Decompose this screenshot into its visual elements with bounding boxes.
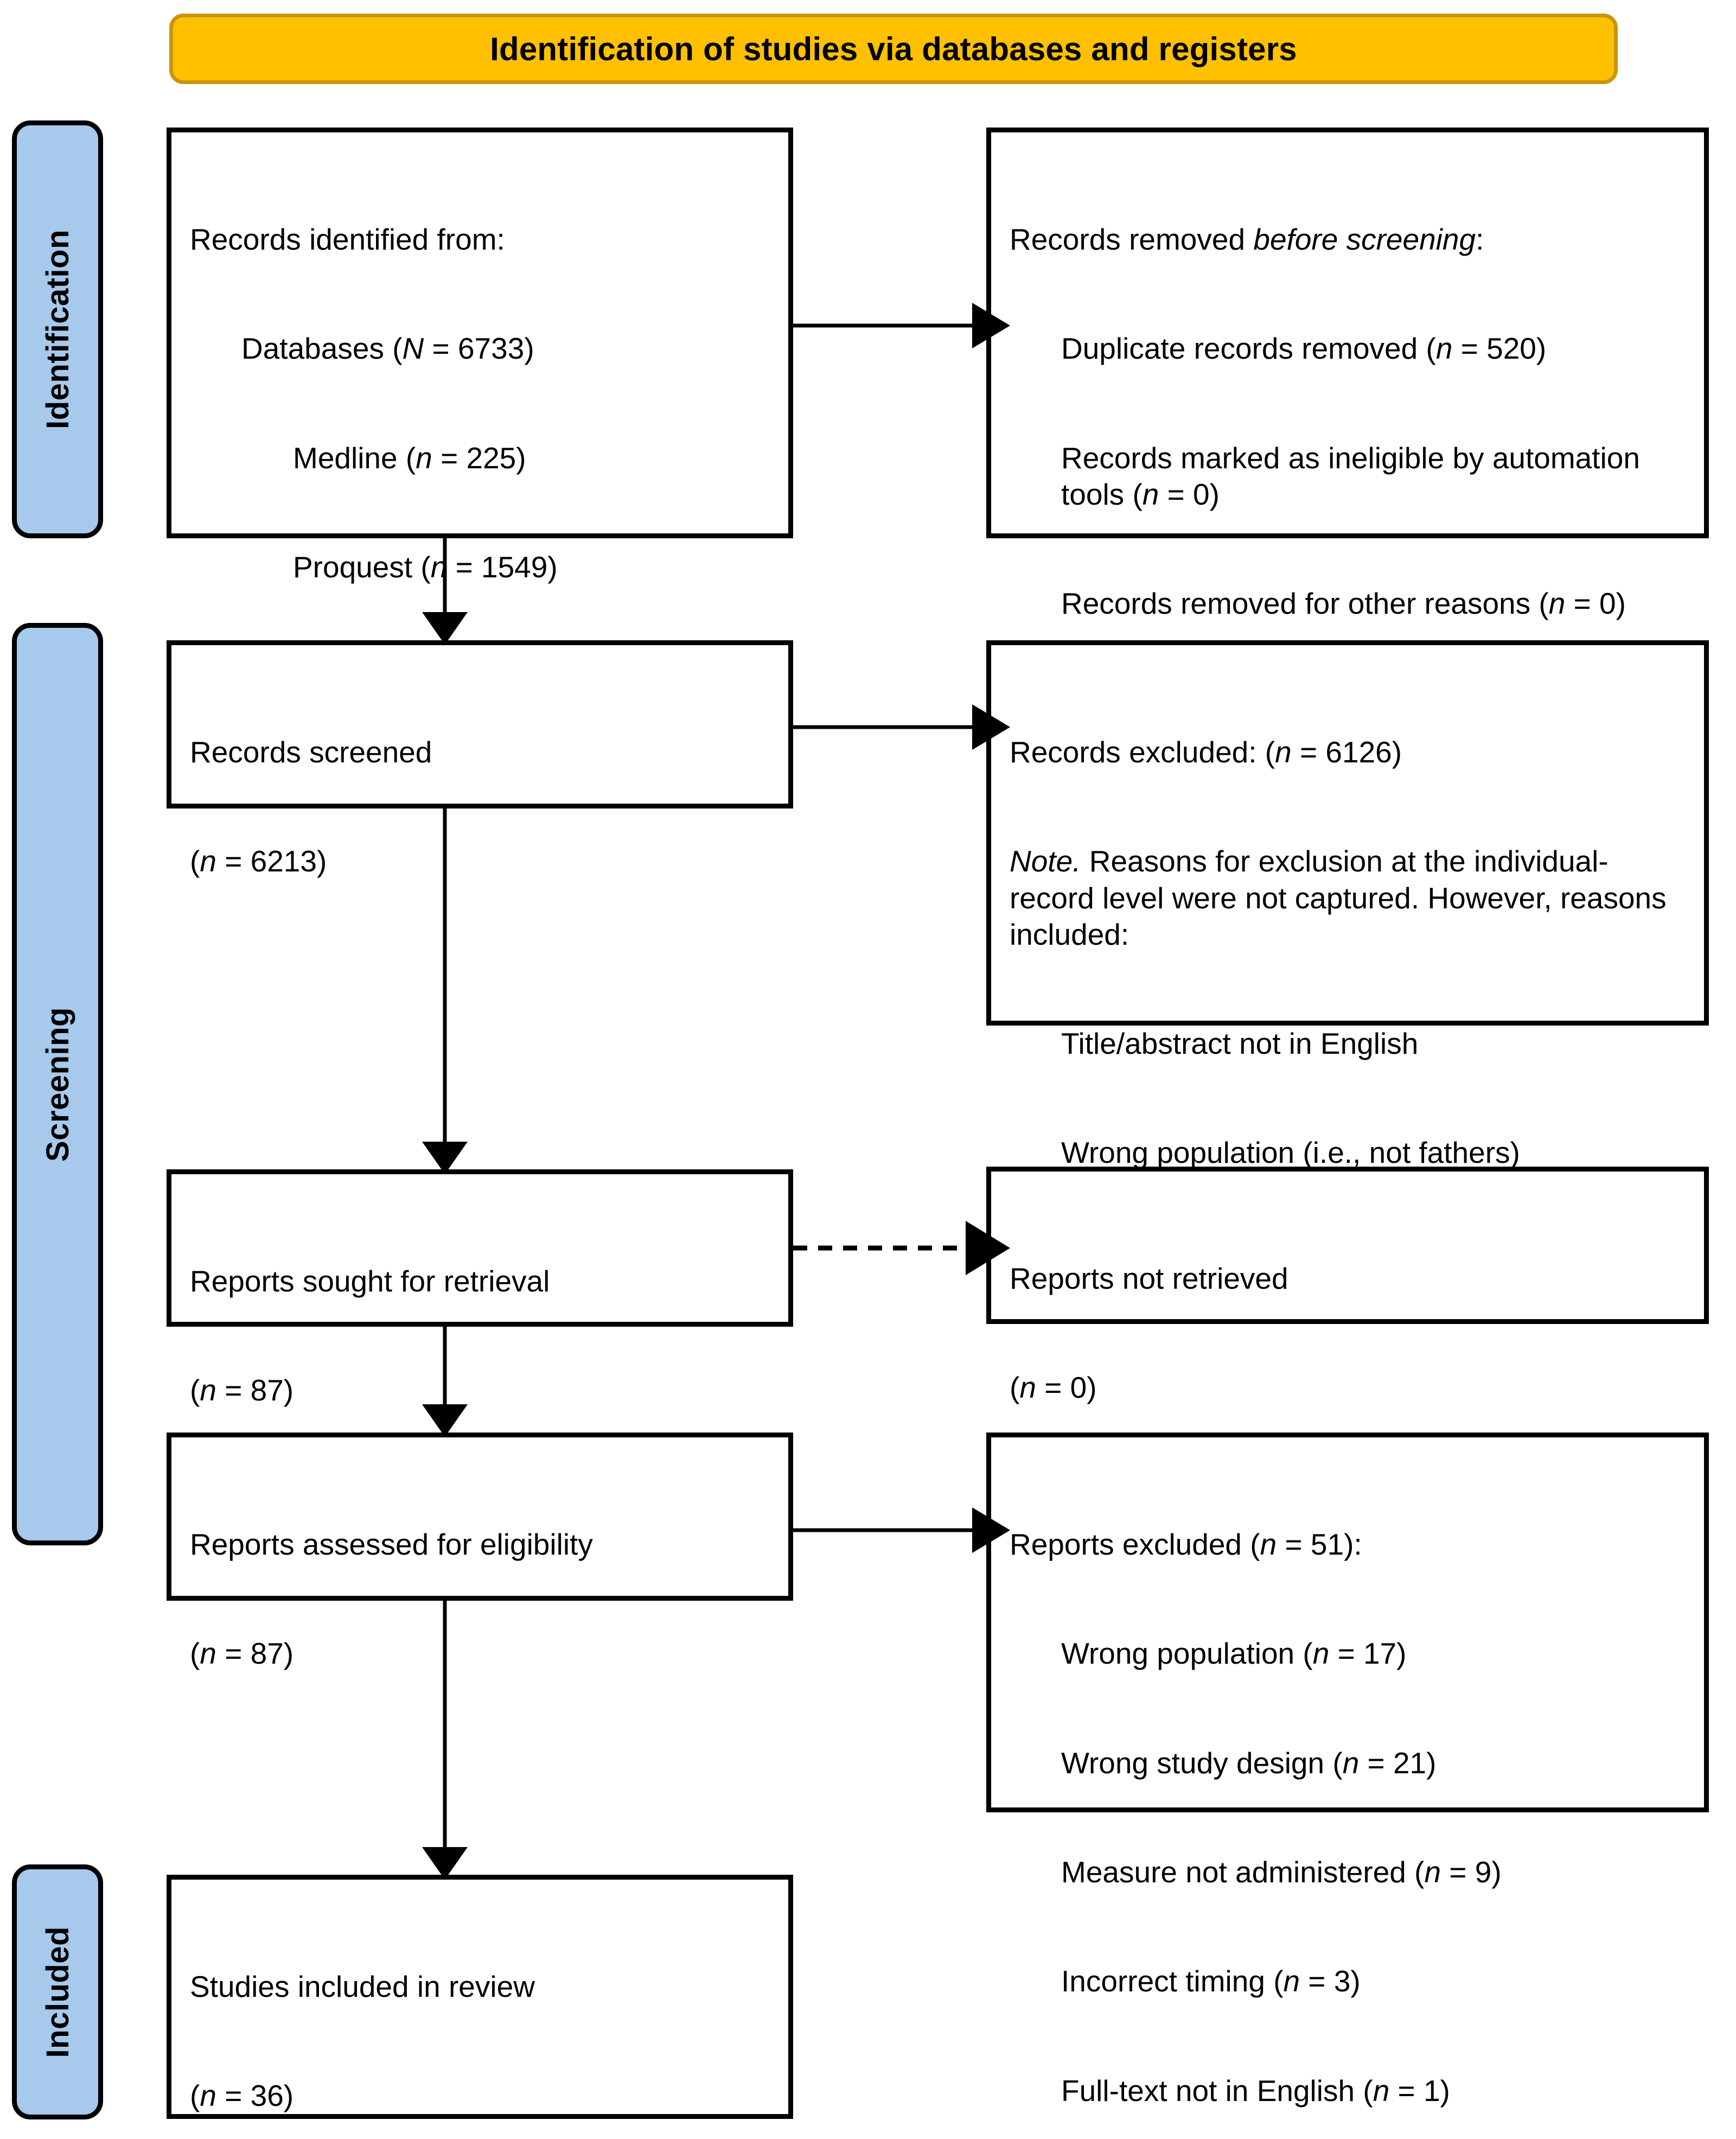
stage-label-identification-text: Identification [40,230,75,429]
reports-assessed-count: (n = 87) [190,1637,294,1671]
reports-not-retrieved-count: (n = 0) [1010,1371,1097,1405]
stage-label-included-text: Included [40,1926,75,2058]
stage-label-screening-text: Screening [40,1007,75,1162]
records-screened-count: (n = 6213) [190,844,327,878]
box-reports-not-retrieved-text: Reports not retrieved (n = 0) [1010,1188,1686,1479]
stage-label-identification: Identification [12,120,103,538]
records-removed-line-duplicates: Duplicate records removed (n = 520) [1061,332,1547,366]
studies-included-label: Studies included in review [190,1970,535,2004]
box-records-screened-text: Records screened (n = 6213) [190,661,770,953]
connector-sought-to-assessed [422,1324,468,1437]
box-records-excluded: Records excluded: (n = 6126) Note. Reaso… [986,640,1709,1315]
box-reports-not-retrieved: Reports not retrieved (n = 0) [986,1167,1709,1404]
reports-sought-label: Reports sought for retrieval [190,1264,550,1298]
stage-label-screening: Screening [12,623,103,1545]
connector-assessed-to-included [422,1599,468,1880]
records-excluded-reason-english: Title/abstract not in English [1061,1026,1419,1060]
box-reports-assessed-text: Reports assessed for eligibility (n = 87… [190,1454,770,1745]
box-reports-sought: Reports sought for retrieval (n = 87) [167,1169,793,1407]
reports-assessed-label: Reports assessed for eligibility [190,1527,593,1562]
box-reports-excluded-text: Reports excluded (n = 51): Wrong populat… [1010,1454,1686,2139]
records-identified-line-databases: Databases (N = 6733) [241,332,534,366]
reports-excluded-reason-measure: Measure not administered (n = 9) [1061,1855,1502,1889]
records-removed-line-other: Records removed for other reasons (n = 0… [1061,587,1626,621]
connector-screened-to-excluded [793,704,1010,750]
connector-screened-to-sought [422,806,468,1174]
reports-not-retrieved-label: Reports not retrieved [1010,1262,1288,1296]
banner-title: Identification of studies via databases … [490,30,1297,67]
records-excluded-reason-population: Wrong population (i.e., not fathers) [1061,1136,1520,1170]
box-records-removed-text: Records removed before screening: Duplic… [1010,149,1686,695]
box-reports-sought-text: Reports sought for retrieval (n = 87) [190,1191,770,1482]
box-studies-included: Studies included in review (n = 36) Repo… [167,1875,793,2119]
records-identified-line-proquest: Proquest (n = 1549) [293,550,558,584]
records-removed-heading: Records removed before screening: [1010,222,1484,257]
box-records-removed-before-screening: Records removed before screening: Duplic… [986,128,1709,620]
box-records-identified: Records identified from: Databases (N = … [167,128,793,803]
records-excluded-note: Note. Reasons for exclusion at the indiv… [1010,844,1675,951]
reports-excluded-reason-fulltext: Full-text not in English (n = 1) [1061,2073,1450,2108]
records-identified-line-medline: Medline (n = 225) [293,441,526,475]
connector-identified-to-removed [793,303,1010,348]
reports-excluded-reason-design: Wrong study design (n = 21) [1061,1746,1437,1780]
connector-sought-to-not-retrieved [793,1221,1010,1275]
stage-label-included: Included [12,1864,103,2119]
diagram-header-banner: Identification of studies via databases … [169,14,1618,84]
reports-excluded-reason-population: Wrong population (n = 17) [1061,1637,1407,1671]
records-screened-label: Records screened [190,735,432,769]
records-excluded-heading: Records excluded: (n = 6126) [1010,735,1402,769]
studies-included-count: (n = 36) [190,2079,294,2113]
box-records-screened: Records screened (n = 6213) [167,640,793,878]
connector-assessed-to-reports-excluded [793,1507,1010,1553]
connector-identified-to-screened [422,536,468,645]
reports-sought-count: (n = 87) [190,1373,294,1408]
reports-excluded-heading: Reports excluded (n = 51): [1010,1527,1362,1562]
reports-excluded-reason-timing: Incorrect timing (n = 3) [1061,1964,1361,1998]
records-identified-heading: Records identified from: [190,222,505,257]
records-removed-line-automation: Records marked as ineligible by automati… [1061,441,1649,511]
box-studies-included-text: Studies included in review (n = 36) Repo… [190,1896,770,2139]
box-reports-assessed: Reports assessed for eligibility (n = 87… [167,1433,793,1670]
box-reports-excluded: Reports excluded (n = 51): Wrong populat… [986,1433,1709,2108]
